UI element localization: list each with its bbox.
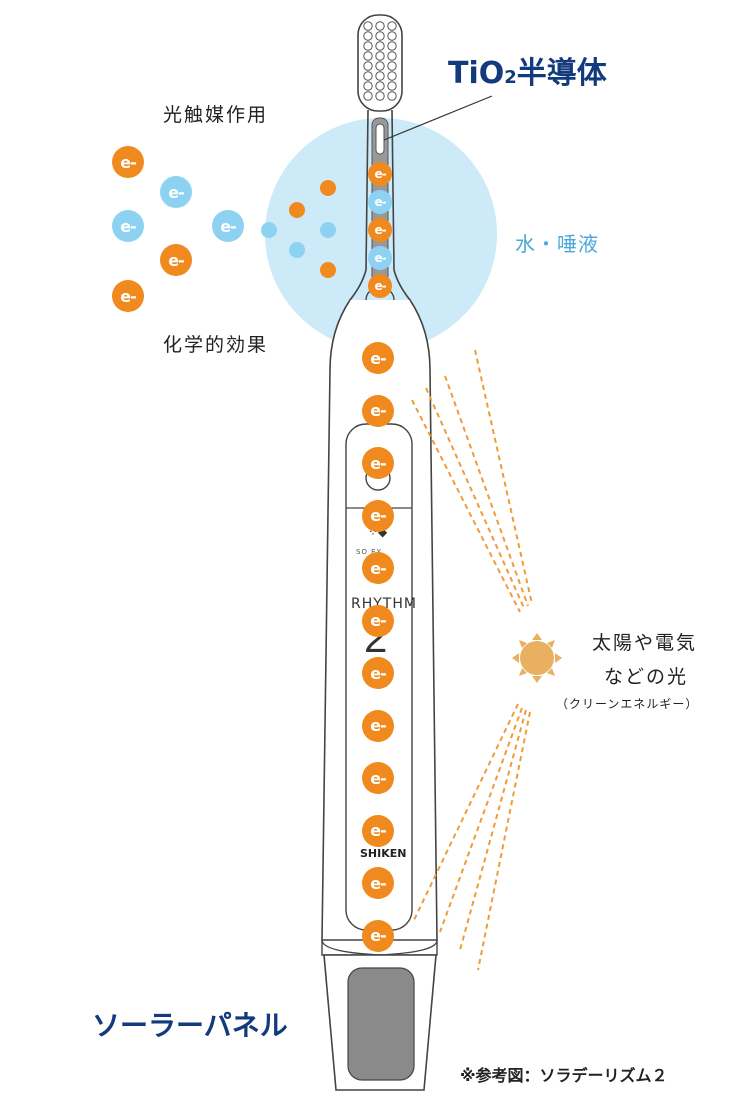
bristle xyxy=(375,71,385,81)
electron-icon: e- xyxy=(212,210,244,242)
bristle xyxy=(363,71,373,81)
bristle xyxy=(387,51,397,61)
bristle xyxy=(387,21,397,31)
chemical-effect-label: 化学的効果 xyxy=(163,334,269,356)
light-rays xyxy=(411,349,533,971)
bristle xyxy=(387,61,397,71)
light-label-line2: などの光 xyxy=(604,666,689,688)
particle-dot xyxy=(289,202,305,218)
electron-icon: e- xyxy=(368,246,392,270)
bristle xyxy=(387,91,397,101)
electron-icon: e- xyxy=(362,814,394,847)
electron-icon: e- xyxy=(112,210,144,242)
tio2-label: TiO2半導体 xyxy=(448,56,607,91)
bristle xyxy=(363,51,373,61)
electron-icon: e- xyxy=(362,394,394,427)
bristle xyxy=(363,91,373,101)
electron-icon: e- xyxy=(362,604,394,637)
electron-icon: e- xyxy=(362,657,394,689)
electron-icon: e- xyxy=(362,867,394,899)
electron-icon: e- xyxy=(362,499,394,532)
bristles xyxy=(363,21,397,101)
bristle xyxy=(387,71,397,81)
particle-dot xyxy=(289,242,305,258)
electron-icon: e- xyxy=(112,280,144,312)
electron-icon: e- xyxy=(160,176,192,208)
tio2-pointer xyxy=(383,95,493,141)
particle-dot xyxy=(320,180,336,196)
electron-icon: e- xyxy=(160,244,192,276)
electron-icon: e- xyxy=(368,162,392,186)
solar-panel-label: ソーラーパネル xyxy=(92,1009,288,1042)
bristle xyxy=(363,41,373,51)
electron-icon: e- xyxy=(362,709,394,742)
bristle xyxy=(375,21,385,31)
particle-dot xyxy=(261,222,277,238)
electron-icon: e- xyxy=(362,447,394,479)
brush-neck xyxy=(349,109,411,345)
maker-name: SHIKEN xyxy=(360,847,407,860)
electron-icon: e- xyxy=(362,762,394,794)
clean-energy-note: （クリーンエネルギー） xyxy=(556,697,699,711)
bristle xyxy=(375,41,385,51)
reference-caption: ※参考図：ソラデーリズム２ xyxy=(460,1066,668,1085)
sun-icon xyxy=(512,633,562,683)
bristle xyxy=(363,21,373,31)
brand-logo-text: SO EY xyxy=(356,548,382,556)
bristle xyxy=(387,41,397,51)
brush-head xyxy=(357,14,403,112)
particle-dot xyxy=(320,262,336,278)
bristle xyxy=(375,91,385,101)
bristle xyxy=(363,81,373,91)
electron-icon: e- xyxy=(368,190,392,214)
electron-icon: e- xyxy=(368,218,392,242)
bristle xyxy=(363,61,373,71)
bristle xyxy=(387,81,397,91)
bristle xyxy=(363,31,373,41)
bristle xyxy=(387,31,397,41)
solar-panel-window xyxy=(347,967,415,1081)
electron-icon: e- xyxy=(362,919,394,952)
electron-icon: e- xyxy=(112,146,144,178)
bristle xyxy=(375,31,385,41)
light-label-line1: 太陽や電気 xyxy=(592,632,698,654)
bristle xyxy=(375,61,385,71)
photocatalyst-label: 光触媒作用 xyxy=(163,104,269,126)
bristle xyxy=(375,51,385,61)
electron-icon: e- xyxy=(362,342,394,374)
electron-icon: e- xyxy=(368,274,392,298)
particle-dot xyxy=(320,222,336,238)
electron-icon: e- xyxy=(362,552,394,584)
water-saliva-label: 水・唾液 xyxy=(515,232,599,256)
bristle xyxy=(375,81,385,91)
